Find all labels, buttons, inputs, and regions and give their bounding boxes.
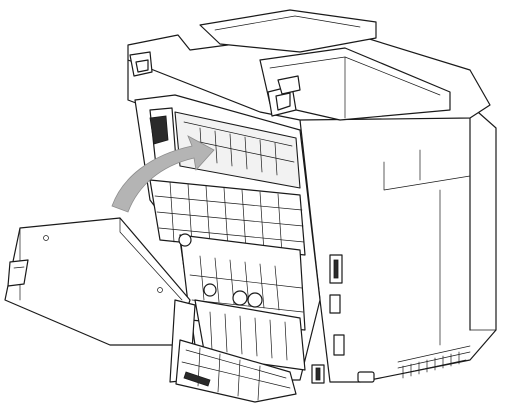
back-cover	[4, 217, 196, 383]
lower-tray	[175, 339, 297, 403]
paper-path-arrow	[111, 135, 215, 213]
adf-unit	[127, 9, 491, 151]
printer-body	[299, 104, 497, 384]
